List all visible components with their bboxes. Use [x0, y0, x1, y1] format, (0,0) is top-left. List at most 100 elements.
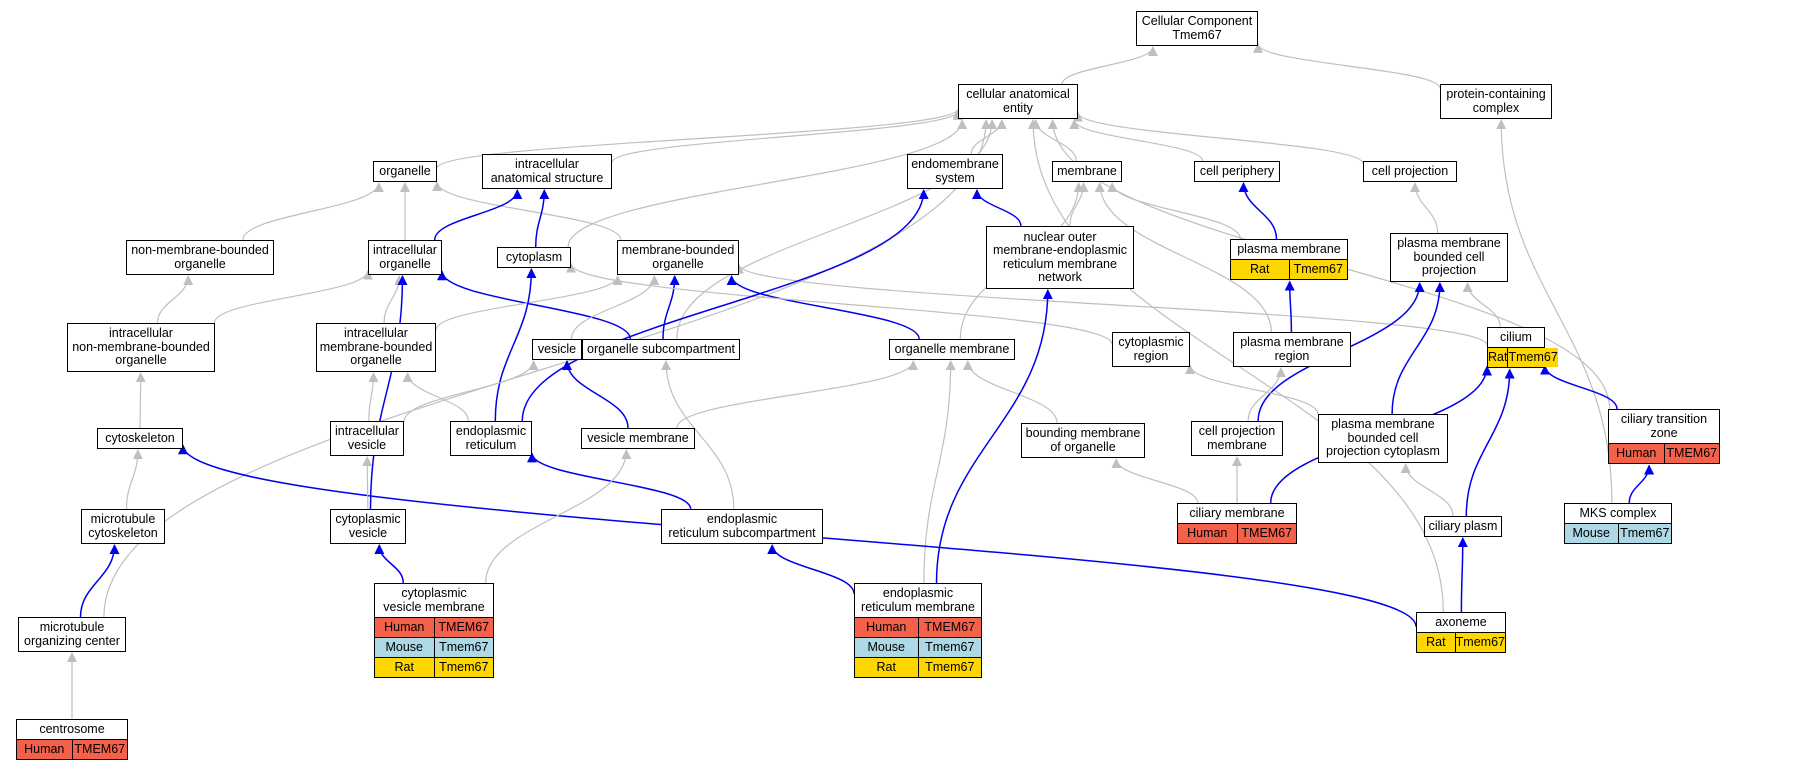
go-term-cyto-region: cytoplasmic region [1112, 332, 1190, 367]
edge-pm-region-to-membrane [1094, 182, 1272, 333]
go-term-label: cytoplasmic region [1118, 335, 1184, 363]
edge-erm-to-nuclear [935, 289, 1053, 584]
edge-erm-to-er-sub [767, 544, 855, 594]
go-term-label: non-membrane-bounded organelle [131, 243, 269, 271]
go-term-label: cell projection membrane [1198, 424, 1276, 452]
edge-mbo-to-organelle [432, 181, 622, 241]
gene-cell: TMEM67 [1663, 444, 1719, 463]
go-term-cytoskeleton: cytoskeleton [97, 428, 183, 449]
edge-membrane-to-cae [1030, 119, 1077, 162]
edge-inmbo-to-intra-org [213, 269, 373, 324]
edge-ias-to-cae [611, 109, 963, 163]
edge-imbo-to-mbo [435, 275, 623, 331]
go-term-label: microtubule cytoskeleton [88, 512, 158, 540]
go-term-label: organelle subcompartment [587, 341, 735, 356]
edge-ctz-to-cilium [1540, 364, 1618, 410]
edge-cyto-ves-to-intra-ves [362, 456, 373, 510]
go-term-label: MKS complex [1579, 505, 1657, 520]
edge-plasma-mem-to-membrane [1107, 182, 1241, 240]
gene-cell: Tmem67 [433, 658, 493, 677]
edge-mtoc-to-mt-cyto [79, 544, 120, 618]
go-term-label: cell projection [1371, 163, 1449, 178]
go-term-cp-mem: cell projection membrane [1191, 421, 1283, 456]
go-term-vesicle: vesicle [532, 339, 582, 360]
edge-pm-region-to-plasma-mem [1284, 280, 1295, 333]
species-cell: Rat [1417, 633, 1455, 652]
go-term-label: cytoplasmic vesicle membrane [383, 586, 485, 614]
species-cell: Human [855, 618, 918, 637]
edge-cil-plasm-to-cilium [1465, 368, 1515, 517]
edge-nuclear-to-endo-sys [972, 189, 1022, 227]
edge-pmbcp-to-cell-proj [1410, 182, 1439, 234]
go-term-er-sub: endoplasmic reticulum subcompartment [661, 509, 823, 544]
edge-er-to-imbo [402, 372, 469, 422]
go-term-label: intracellular vesicle [335, 424, 399, 452]
go-term-organelle: organelle [373, 161, 437, 182]
go-term-cytoplasm: cytoplasm [497, 247, 571, 268]
go-term-label: cellular anatomical entity [966, 87, 1070, 115]
go-term-label: ciliary transition zone [1620, 412, 1708, 440]
gene-cell: Tmem67 [917, 638, 981, 657]
edge-cyto-region-to-cytoplasm [566, 262, 1113, 345]
edge-bound-mem-to-org-mem [962, 360, 1058, 424]
go-term-label: microtubule organizing center [24, 620, 120, 648]
gene-cell: TMEM67 [1236, 524, 1296, 543]
species-cell: Human [375, 618, 434, 637]
go-term-label: intracellular membrane-bounded organelle [319, 326, 433, 368]
edge-ves-mem-to-org-mem [676, 360, 919, 429]
go-term-label: membrane-bounded organelle [621, 243, 735, 271]
edge-cil-plasm-to-pmbcpc [1400, 463, 1454, 517]
go-term-endo-sys: endomembrane system [907, 154, 1003, 189]
edge-cytoplasm-to-ias [534, 189, 550, 248]
edge-er-to-endo-sys [521, 189, 929, 422]
go-term-label: plasma membrane bounded cell projection … [1326, 417, 1440, 459]
go-term-label: cytoskeleton [105, 430, 175, 445]
go-term-cyto-ves: cytoplasmic vesicle [330, 509, 406, 544]
gene-cell: Tmem67 [917, 658, 981, 677]
go-term-nmbo: non-membrane-bounded organelle [126, 240, 274, 275]
gene-cell: Tmem67 [1454, 633, 1505, 652]
edge-mks-to-pcc [1496, 119, 1613, 504]
go-term-label: cytoplasmic vesicle [335, 512, 401, 540]
edge-mks-to-ctz [1628, 464, 1655, 504]
go-term-pcc: protein-containing complex [1440, 84, 1552, 119]
edge-erm-to-org-mem [923, 360, 956, 584]
gene-cell: TMEM67 [71, 740, 127, 759]
go-term-pm-region: plasma membrane region [1233, 332, 1351, 367]
go-term-label: plasma membrane bounded cell projection [1397, 236, 1501, 278]
edge-pmbcpc-to-pmbcp [1391, 282, 1445, 415]
edge-cilium-to-mbo [734, 263, 1488, 346]
go-term-label: bounding membrane of organelle [1025, 426, 1141, 454]
edge-org-mem-to-mbo [726, 275, 920, 340]
edge-org-sub-to-cae [676, 119, 998, 340]
edge-cae-to-root [1061, 46, 1158, 85]
go-term-label: cytoplasm [505, 249, 563, 264]
go-term-root: Cellular Component Tmem67 [1136, 11, 1258, 46]
species-cell: Rat [1488, 348, 1508, 367]
edge-cytoskeleton-to-inmbo [135, 372, 146, 429]
edge-plasma-mem-to-cell-periph [1238, 182, 1278, 240]
edge-er-sub-to-org-sub [661, 360, 735, 510]
species-cell: Mouse [855, 638, 918, 657]
species-cell: Mouse [1565, 524, 1618, 543]
go-term-mbo: membrane-bounded organelle [617, 240, 739, 275]
go-term-imbo: intracellular membrane-bounded organelle [316, 323, 436, 372]
go-term-nuclear: nuclear outer membrane-endoplasmic retic… [986, 226, 1134, 289]
edge-organelle-to-cae [436, 107, 963, 169]
edge-cytoplasm-to-cae [567, 119, 968, 248]
edge-cell-periph-to-cae [1069, 119, 1204, 162]
go-term-label: protein-containing complex [1446, 87, 1546, 115]
